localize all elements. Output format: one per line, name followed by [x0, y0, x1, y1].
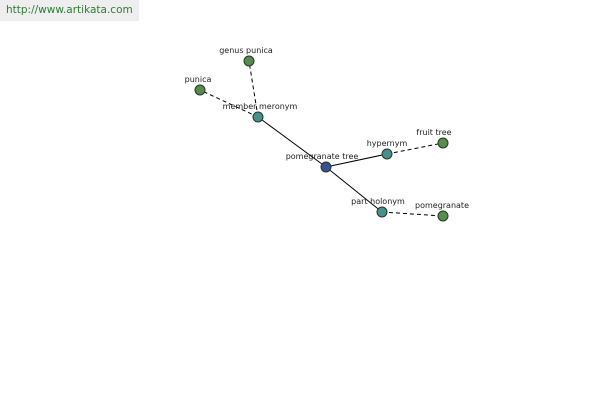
node-circle-center[interactable]	[320, 161, 332, 173]
node-label-hypernym: hypernym	[367, 139, 408, 148]
node-circle-genus-punica[interactable]	[243, 55, 255, 67]
node-pomegranate[interactable]: pomegranate	[415, 201, 469, 222]
node-hypernym[interactable]: hypernym	[367, 139, 408, 160]
node-circle-hypernym[interactable]	[381, 148, 393, 160]
graph-edges	[199, 60, 444, 217]
edge-center-member_mero	[257, 116, 327, 168]
node-circle-fruit-tree[interactable]	[437, 137, 449, 149]
edge-member_mero-punica	[199, 89, 259, 118]
node-label-center: pomegranate tree	[286, 152, 359, 161]
node-circle-part-holo[interactable]	[376, 206, 388, 218]
node-label-genus-punica: genus punica	[219, 46, 273, 55]
node-label-fruit-tree: fruit tree	[416, 128, 451, 137]
edge-center-hypernym	[325, 153, 388, 168]
node-genus-punica[interactable]: genus punica	[219, 46, 273, 67]
source-link[interactable]: http://www.artikata.com	[0, 0, 139, 21]
node-punica[interactable]: punica	[185, 75, 212, 96]
node-label-member-mero: member meronym	[223, 102, 298, 111]
edge-hypernym-fruit_tree	[386, 142, 444, 155]
graph-nodes: pomegranate tree member meronym hypernym pa…	[185, 46, 469, 222]
node-center[interactable]: pomegranate tree	[286, 152, 359, 173]
node-part-holo[interactable]: part holonym	[351, 197, 405, 218]
edge-center-part_holo	[325, 166, 383, 213]
node-label-pomegranate: pomegranate	[415, 201, 469, 210]
node-label-part-holo: part holonym	[351, 197, 405, 206]
edge-part_holo-pomegranate	[381, 211, 444, 217]
node-circle-punica[interactable]	[194, 84, 206, 96]
node-circle-pomegranate[interactable]	[437, 210, 449, 222]
node-member-mero[interactable]: member meronym	[223, 102, 298, 123]
node-circle-member-mero[interactable]	[252, 111, 264, 123]
edge-member_mero-genus_punica	[248, 60, 259, 118]
node-fruit-tree[interactable]: fruit tree	[416, 128, 452, 149]
node-label-punica: punica	[185, 75, 212, 84]
